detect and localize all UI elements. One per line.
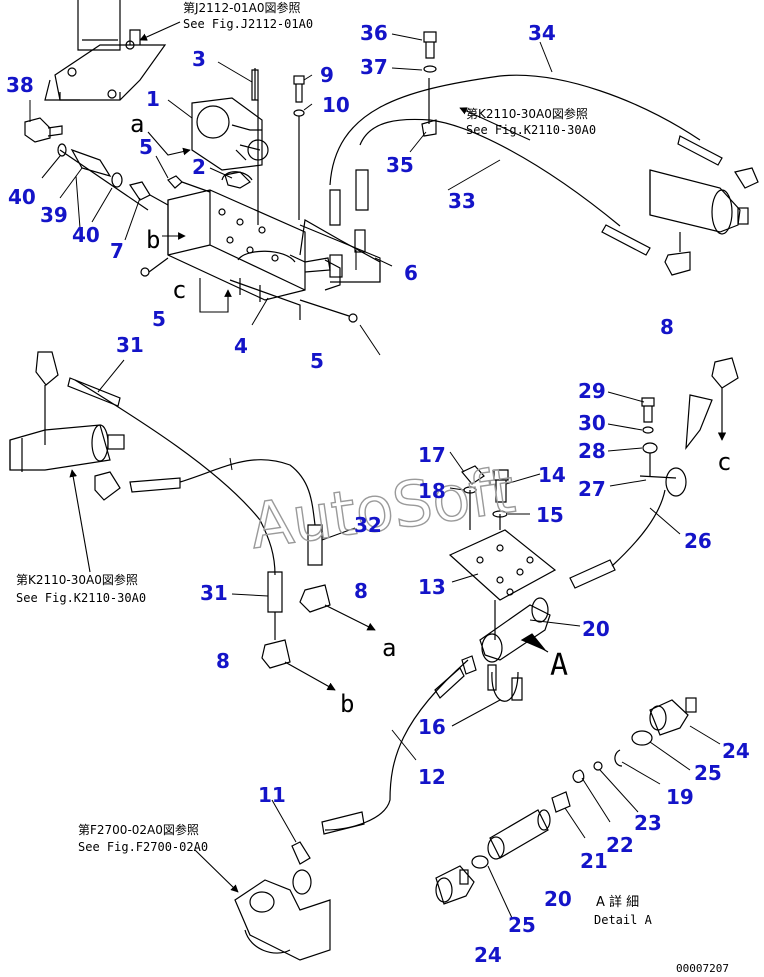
callout-32: 32	[354, 513, 382, 537]
callout-29: 29	[578, 379, 606, 403]
view-markers: a b c a b c A	[130, 110, 731, 718]
callout-2: 2	[192, 155, 206, 179]
callout-39: 39	[40, 203, 68, 227]
reference-note-1-en: See Fig.J2112-01A0	[183, 17, 313, 31]
view-marker-detail-a: A	[550, 648, 568, 683]
view-marker-b-mid: b	[340, 690, 354, 718]
reference-note-4-en: See Fig.F2700-02A0	[78, 840, 208, 854]
valve-assembly-top	[44, 0, 381, 323]
drawing-id: 00007207	[676, 962, 729, 975]
view-marker-c-right: c	[717, 448, 731, 476]
callout-11: 11	[258, 783, 286, 807]
callout-22: 22	[606, 833, 634, 857]
callout-5-a: 5	[139, 135, 153, 159]
callout-34: 34	[528, 21, 556, 45]
callout-36: 36	[360, 21, 388, 45]
reference-note-1-ja: 第J2112-01A0図参照	[183, 0, 301, 15]
callout-16: 16	[418, 715, 446, 739]
callout-7: 7	[110, 239, 124, 263]
reference-note-2-ja: 第K2110-30A0図参照	[466, 106, 588, 121]
callout-17: 17	[418, 443, 446, 467]
callout-13: 13	[418, 575, 446, 599]
callout-30: 30	[578, 411, 606, 435]
callout-8-c: 8	[216, 649, 230, 673]
callout-4: 4	[234, 334, 248, 358]
callout-9: 9	[320, 63, 334, 87]
callout-35: 35	[386, 153, 414, 177]
callout-26: 26	[684, 529, 712, 553]
callout-25-b: 25	[508, 913, 536, 937]
callout-38: 38	[6, 73, 34, 97]
reference-note-3-ja: 第K2110-30A0図参照	[16, 572, 138, 587]
cylinder-left	[9, 351, 376, 691]
callout-1: 1	[146, 87, 160, 111]
view-marker-a-top: a	[130, 110, 144, 138]
callout-8-b: 8	[354, 579, 368, 603]
view-marker-c-top: c	[172, 276, 186, 304]
view-marker-b-top: b	[146, 226, 160, 254]
callout-10: 10	[322, 93, 350, 117]
callout-12: 12	[418, 765, 446, 789]
callout-28: 28	[578, 439, 606, 463]
callout-20-a: 20	[582, 617, 610, 641]
callout-5-c: 5	[310, 349, 324, 373]
callout-24-a: 24	[722, 739, 750, 763]
hoses-top-right	[329, 31, 759, 276]
view-arrows-top	[147, 131, 232, 313]
callouts: 1 2 3 4 5 5 5 6 7 8 8 8 9 10 11 12 13 14…	[6, 21, 750, 967]
detail-title-en: Detail A	[594, 913, 653, 927]
callout-5-b: 5	[152, 307, 166, 331]
callout-14: 14	[538, 463, 566, 487]
detail-a-parts	[435, 697, 697, 905]
detail-title-ja: A 詳 細	[596, 894, 639, 910]
callout-37: 37	[360, 55, 388, 79]
view-marker-a-mid: a	[382, 634, 396, 662]
callout-3: 3	[192, 47, 206, 71]
callout-24-b: 24	[474, 943, 502, 967]
callout-8-a: 8	[660, 315, 674, 339]
reference-note-4-ja: 第F2700-02A0図参照	[78, 822, 199, 837]
watermark: AutoSoft	[245, 454, 519, 563]
callout-33: 33	[448, 189, 476, 213]
reference-note-3-en: See Fig.K2110-30A0	[16, 591, 146, 605]
valve-assembly-mid	[234, 357, 739, 961]
callout-31-a: 31	[116, 333, 144, 357]
callout-25-a: 25	[694, 761, 722, 785]
callout-19: 19	[666, 785, 694, 809]
reference-leaders	[69, 21, 531, 893]
bracket-6	[299, 224, 381, 283]
callout-23: 23	[634, 811, 662, 835]
callout-27: 27	[578, 477, 606, 501]
callout-6: 6	[404, 261, 418, 285]
fittings-left	[24, 117, 149, 211]
reference-notes: 第J2112-01A0図参照 See Fig.J2112-01A0 第K2110…	[16, 0, 729, 975]
callout-leaders	[29, 33, 721, 919]
callout-21: 21	[580, 849, 608, 873]
callout-20-b: 20	[544, 887, 572, 911]
callout-15: 15	[536, 503, 564, 527]
callout-18: 18	[418, 479, 446, 503]
callout-40-b: 40	[72, 223, 100, 247]
reference-note-2-en: See Fig.K2110-30A0	[466, 123, 596, 137]
callout-31-b: 31	[200, 581, 228, 605]
callout-40-a: 40	[8, 185, 36, 209]
